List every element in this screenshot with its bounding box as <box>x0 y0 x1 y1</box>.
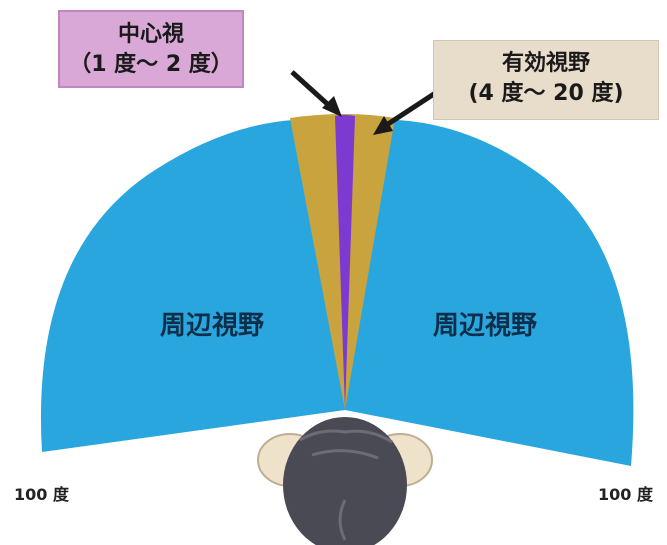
hair-texture <box>299 429 393 541</box>
right-extent-label: 100 度 <box>598 485 653 504</box>
head-illustration <box>257 417 433 545</box>
central-vision-title: 中心視 <box>117 22 184 47</box>
effective-field-label: 有効視野 (4 度～ 20 度) <box>433 40 659 120</box>
central-vision-label: 中心視 （1 度～ 2 度） <box>58 10 244 88</box>
peripheral-field-left-label: 周辺視野 <box>160 311 265 341</box>
central-vision-wedge <box>335 115 355 410</box>
head-hair <box>283 417 407 545</box>
effective-pointer-arrow <box>373 87 442 135</box>
peripheral-field-right-label: 周辺視野 <box>433 311 538 341</box>
left-extent-label: 100 度 <box>14 485 69 504</box>
central-pointer-arrow <box>290 70 342 117</box>
effective-field-title: 有効視野 <box>501 51 590 76</box>
effective-field-range: (4 度～ 20 度) <box>468 81 624 106</box>
central-vision-range: （1 度～ 2 度） <box>69 52 233 77</box>
